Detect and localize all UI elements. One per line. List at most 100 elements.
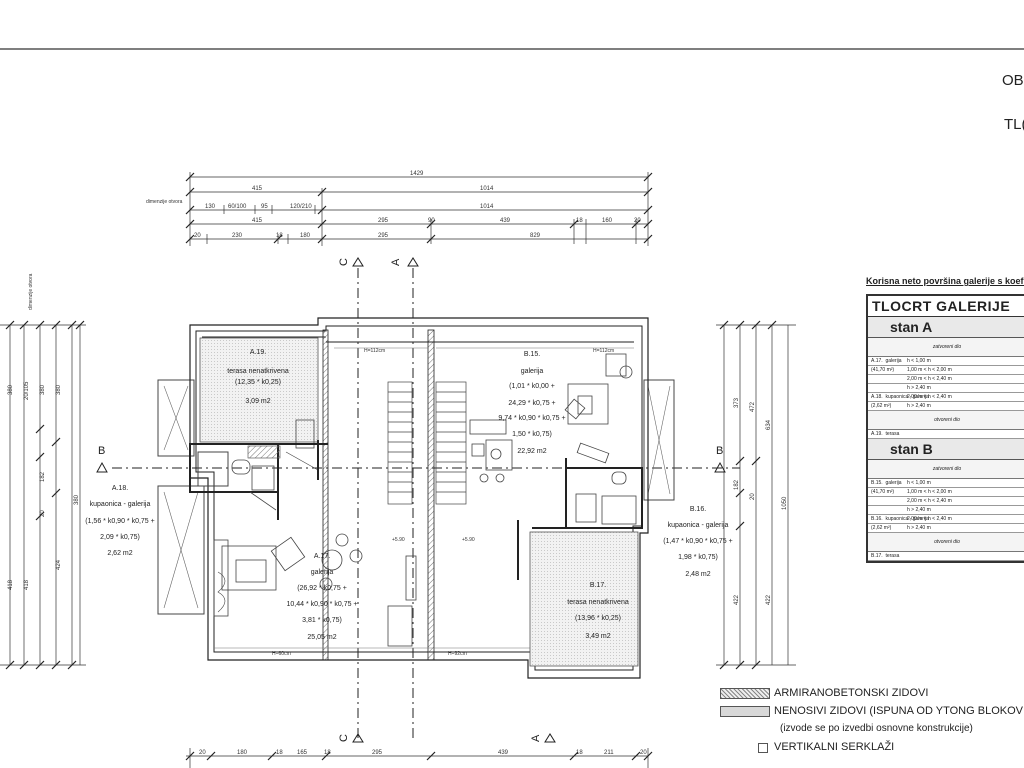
dim-value: 230	[232, 233, 243, 239]
table-row: h > 2,40 m	[868, 506, 1024, 515]
right-dimension-values: 373 472 634 182 20 1050 422 422	[734, 397, 788, 605]
table-cell: h > 2,40 m	[907, 385, 931, 391]
top-dimension-lines	[189, 172, 649, 246]
dim-value: 182	[734, 479, 740, 490]
header-label-2: TL(	[1004, 116, 1024, 133]
table-cell: h > 2,40 m	[907, 507, 931, 513]
dim-value: 182	[40, 471, 46, 482]
dim-value: 20	[634, 218, 641, 224]
bottom-dimension-values: 20 180 18 165 18 295 439 18 211 20	[199, 750, 647, 756]
table-cell: (41,70 m²)	[871, 489, 895, 495]
section-label-a-top: A	[390, 258, 402, 266]
table-cell: A.17. galerija	[871, 358, 902, 364]
dim-value: 439	[500, 218, 511, 224]
room-b17: B.17. terasa nenatkrivena (13,96 * k0,25…	[567, 582, 629, 640]
height-note: H=112cm	[364, 348, 385, 354]
table-cell: h < 1,00 m	[907, 480, 931, 486]
floor-plan: H=112cm H=112cm H=60cm H=92cm +5.90 +5.9…	[157, 317, 675, 679]
left-dimension-ticks	[5, 320, 85, 670]
table-stan-a: stan A	[868, 317, 1024, 338]
room-b16: B.16. kupaonica - galerija (1,47 * k0,90…	[663, 506, 732, 578]
table-otvoreni-b: otvoreni dio	[868, 533, 1024, 552]
dim-value: 20	[194, 233, 201, 239]
bathroom-b16	[565, 467, 643, 529]
dim-value: 95	[261, 204, 268, 210]
dim-value: 422	[734, 594, 740, 605]
dim-value: 20	[199, 750, 206, 756]
dim-value: 18	[276, 233, 283, 239]
dim-value: 295	[378, 233, 389, 239]
room-calc: 1,50 * k0,75)	[512, 431, 552, 438]
table-row: 2,00 m < h < 2,40 m	[868, 497, 1024, 506]
legend-item-non-bearing: NENOSIVI ZIDOVI (ISPUNA OD YTONG BLOKOV	[720, 702, 1023, 720]
room-calc: 3,81 * k0,75)	[302, 617, 342, 624]
table-cell: B.16. kupaonica - galerija	[871, 516, 929, 522]
room-code: B.15.	[524, 351, 540, 358]
staircase	[387, 381, 467, 505]
partition-walls	[277, 440, 567, 580]
room-name: kupaonica - galerija	[668, 522, 729, 529]
dim-value: 418	[8, 579, 14, 590]
table-row: B.17. terasa	[868, 552, 1024, 561]
table-cell: A.18. kupaonica - galerija	[871, 394, 929, 400]
room-name: terasa nenatkrivena	[227, 368, 289, 375]
room-code: A.19.	[250, 349, 266, 356]
legend: ARMIRANOBETONSKI ZIDOVI NENOSIVI ZIDOVI …	[720, 684, 1023, 756]
dim-value: 380	[40, 384, 46, 395]
section-label-c-bottom: C	[338, 734, 350, 742]
room-code: B.17.	[590, 582, 606, 589]
plan-small-labels: H=112cm H=112cm H=60cm H=92cm +5.90 +5.9…	[272, 348, 614, 657]
left-dimension-values: 380 20/105 380 182 20 380 380 424 418 41…	[8, 381, 80, 590]
header-label-1: OB	[1002, 72, 1024, 89]
table-row: A.19. terasa	[868, 430, 1024, 439]
table-cell: h > 2,40 m	[907, 525, 931, 531]
dim-value: 20/105	[24, 381, 30, 400]
room-b15: B.15. galerija (1,01 * k0,00 + 24,29 * k…	[498, 351, 565, 455]
dim-value: 295	[372, 750, 383, 756]
dim-side-label-vertical: dimenzije otvora	[28, 273, 34, 310]
top-dimension-values: 1429 415 1014 130 60/100 95 120/210 1014…	[194, 171, 641, 239]
dim-value: 1014	[480, 186, 494, 192]
dim-value: 380	[56, 384, 62, 395]
dim-value: 18	[324, 750, 331, 756]
room-calc: (12,35 * k0,25)	[235, 379, 281, 386]
right-dimension-lines	[716, 324, 796, 666]
room-name: galerija	[521, 368, 544, 375]
table-row: (41,70 m²)1,00 m < h < 2,00 m	[868, 366, 1024, 375]
table-zatvoreni-b: zatvoreni dio	[868, 460, 1024, 479]
table-cell: (2,62 m²)	[871, 403, 892, 409]
table-cell: 2,00 m < h < 2,40 m	[907, 516, 952, 522]
table-cell: 1,00 m < h < 2,00 m	[907, 367, 952, 373]
dim-top-total: 1429	[410, 171, 424, 177]
fill-swatch-icon	[720, 706, 770, 717]
legend-label: VERTIKALNI SERKLAŽI	[774, 741, 895, 753]
dim-value: 472	[750, 401, 756, 412]
dim-value: 424	[56, 559, 62, 570]
dim-value: 373	[734, 397, 740, 408]
room-area: 3,49 m2	[585, 633, 610, 640]
dim-value: 18	[576, 750, 583, 756]
furniture-a17	[213, 419, 417, 647]
right-dimension-ticks	[719, 320, 777, 670]
dim-value: 415	[252, 186, 263, 192]
table-row: (41,70 m²)1,00 m < h < 2,00 m	[868, 488, 1024, 497]
dim-value: 380	[74, 494, 80, 505]
dim-value: 180	[300, 233, 311, 239]
table-row: h > 2,40 m	[868, 384, 1024, 393]
dim-value: 829	[530, 233, 541, 239]
legend-item-vertical-tie: VERTIKALNI SERKLAŽI	[720, 738, 1023, 756]
room-area: 22,92 m2	[517, 448, 546, 455]
window-box-left-top	[157, 379, 195, 457]
left-dimension-lines	[0, 324, 86, 666]
area-table: TLOCRT GALERIJE stan A zatvoreni dio A.1…	[866, 294, 1024, 563]
room-calc: (1,01 * k0,00 +	[509, 383, 555, 390]
room-labels: A.19. terasa nenatkrivena (12,35 * k0,25…	[85, 349, 732, 641]
level-note: +5.90	[392, 537, 405, 543]
section-label-b-left: B	[98, 445, 105, 457]
dim-value: 20	[750, 493, 756, 500]
section-label-c-top: C	[338, 258, 350, 266]
room-code: B.16.	[690, 506, 706, 513]
